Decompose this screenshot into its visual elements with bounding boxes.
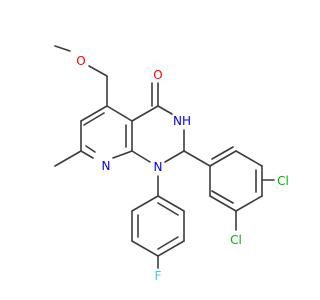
bond — [209, 150, 237, 167]
bond — [209, 195, 237, 212]
bond — [131, 195, 159, 212]
bond-lines — [54, 45, 275, 269]
fluorine-label: F — [155, 269, 162, 283]
chlorine-label: Cl — [230, 233, 242, 247]
atom-labels: O O NH N N Cl Cl F — [76, 54, 289, 283]
bond — [157, 202, 179, 216]
nh-label: NH — [173, 114, 191, 128]
n1-label: N — [154, 160, 163, 174]
bond — [157, 105, 173, 115]
chlorine-label: Cl — [277, 174, 289, 188]
oxygen-carbonyl-label: O — [153, 68, 162, 82]
bond — [80, 105, 108, 122]
bond — [80, 150, 94, 159]
oxygen-methoxy-label: O — [76, 54, 85, 68]
bond — [164, 150, 185, 163]
bond — [157, 236, 179, 250]
bond — [157, 240, 185, 257]
bond — [85, 145, 96, 153]
bond — [131, 240, 159, 257]
bond — [83, 112, 105, 126]
bond — [157, 195, 185, 212]
bond — [183, 150, 211, 167]
bond — [54, 150, 82, 167]
bond — [211, 146, 234, 160]
bond — [235, 150, 263, 167]
bond — [211, 190, 234, 204]
bond — [131, 105, 159, 122]
molecule-structure: O O NH N N Cl Cl F — [54, 45, 289, 283]
bond — [106, 105, 133, 122]
bond — [54, 45, 71, 52]
bond — [112, 150, 133, 159]
bond — [131, 150, 151, 163]
bond — [88, 65, 108, 77]
bond — [235, 195, 263, 212]
pyridine-nitrogen-label: N — [102, 159, 111, 173]
